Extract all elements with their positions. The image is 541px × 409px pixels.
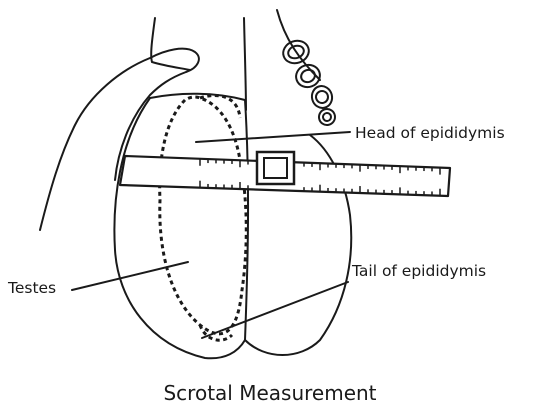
head-of-epididymis-label: Head of epididymis [355, 124, 505, 142]
tail-of-epididymis-label: Tail of epididymis [351, 262, 486, 280]
diagram-caption: Scrotal Measurement [163, 381, 376, 405]
testes-label: Testes [7, 279, 56, 297]
measuring-tape [120, 152, 450, 196]
head-of-epididymis-leader [196, 132, 350, 142]
pampiniform-coils [280, 37, 336, 126]
hand-outline [40, 49, 199, 230]
testis-dotted-outline [160, 95, 247, 340]
